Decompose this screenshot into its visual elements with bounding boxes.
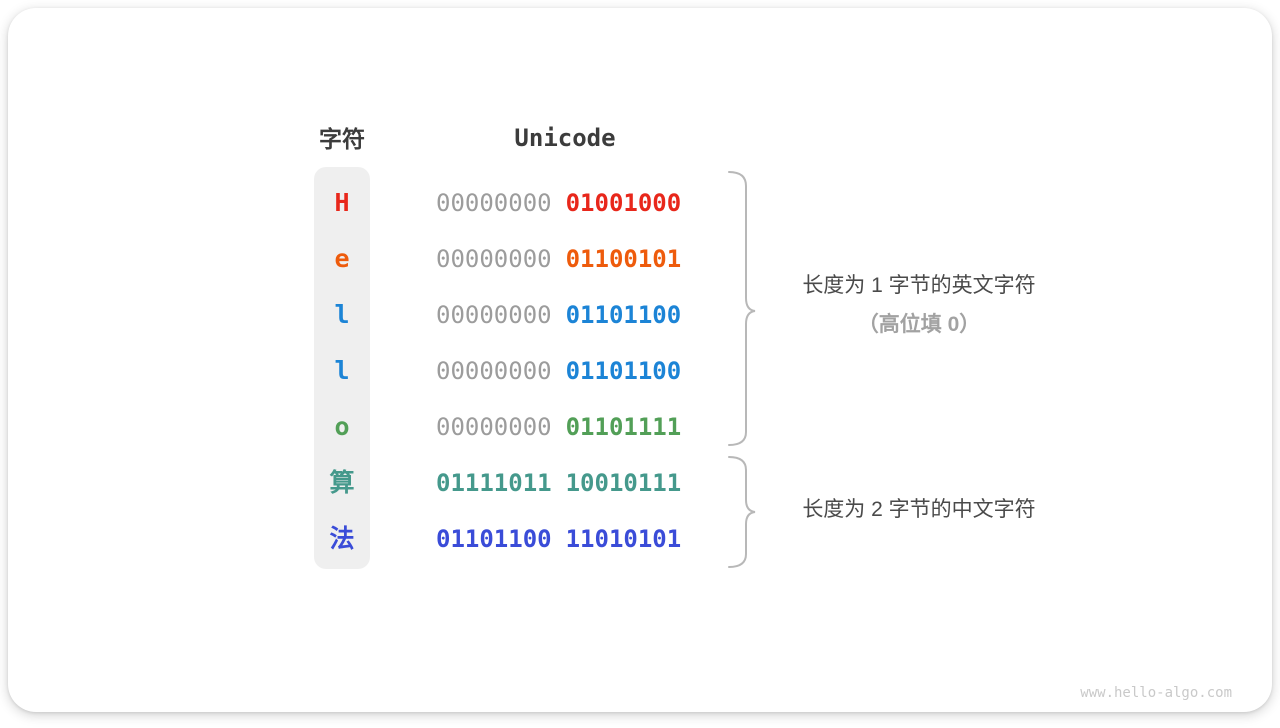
diagram-card: 字符 Unicode H 00000000 01001000 e 00000000… (8, 8, 1272, 712)
character-cell: l (334, 356, 350, 385)
low-byte: 01101111 (565, 413, 682, 441)
annotation-two-byte: 长度为 2 字节的中文字符 (802, 498, 1036, 521)
character-cell: l (334, 300, 350, 329)
character-cell: 算 (329, 468, 355, 497)
character-column-background (314, 167, 370, 569)
table-row: H 00000000 01001000 (8, 187, 1280, 219)
unicode-bits: 00000000 01100101 (436, 243, 681, 275)
annotation-one-byte-text: 长度为 1 字节的英文字符 (802, 274, 1036, 297)
low-byte: 01101100 (565, 301, 682, 329)
table-row: 算 01111011 10010111 (8, 467, 1280, 499)
character-cell: o (334, 412, 350, 441)
unicode-bits: 00000000 01101100 (436, 299, 681, 331)
table-row: l 00000000 01101100 (8, 299, 1280, 331)
low-byte: 11010101 (565, 525, 682, 553)
table-row: l 00000000 01101100 (8, 355, 1280, 387)
annotation-high-bits-note: （高位填 0） (857, 313, 981, 336)
high-byte: 00000000 (436, 413, 552, 441)
table-row: 法 01101100 11010101 (8, 523, 1280, 555)
annotation-one-byte: 长度为 1 字节的英文字符 （高位填 0） (766, 271, 1072, 340)
column-header-character: 字符 (319, 126, 365, 152)
unicode-bits: 00000000 01001000 (436, 187, 681, 219)
unicode-bits: 01101100 11010101 (436, 523, 681, 555)
watermark: www.hello-algo.com (1080, 685, 1232, 701)
unicode-bits: 01111011 10010111 (436, 467, 681, 499)
unicode-bits: 00000000 01101111 (436, 411, 681, 443)
low-byte: 10010111 (565, 469, 682, 497)
table-row: e 00000000 01100101 (8, 243, 1280, 275)
high-byte: 00000000 (436, 189, 552, 217)
low-byte: 01001000 (565, 189, 682, 217)
high-byte: 01101100 (436, 525, 552, 553)
high-byte: 01111011 (436, 469, 552, 497)
column-header-unicode: Unicode (514, 124, 616, 152)
character-cell: e (334, 244, 350, 273)
character-cell: H (334, 188, 350, 217)
high-byte: 00000000 (436, 245, 552, 273)
table-row: o 00000000 01101111 (8, 411, 1280, 443)
high-byte: 00000000 (436, 301, 552, 329)
low-byte: 01100101 (565, 245, 682, 273)
high-byte: 00000000 (436, 357, 552, 385)
character-cell: 法 (329, 524, 355, 553)
unicode-bits: 00000000 01101100 (436, 355, 681, 387)
low-byte: 01101100 (565, 357, 682, 385)
